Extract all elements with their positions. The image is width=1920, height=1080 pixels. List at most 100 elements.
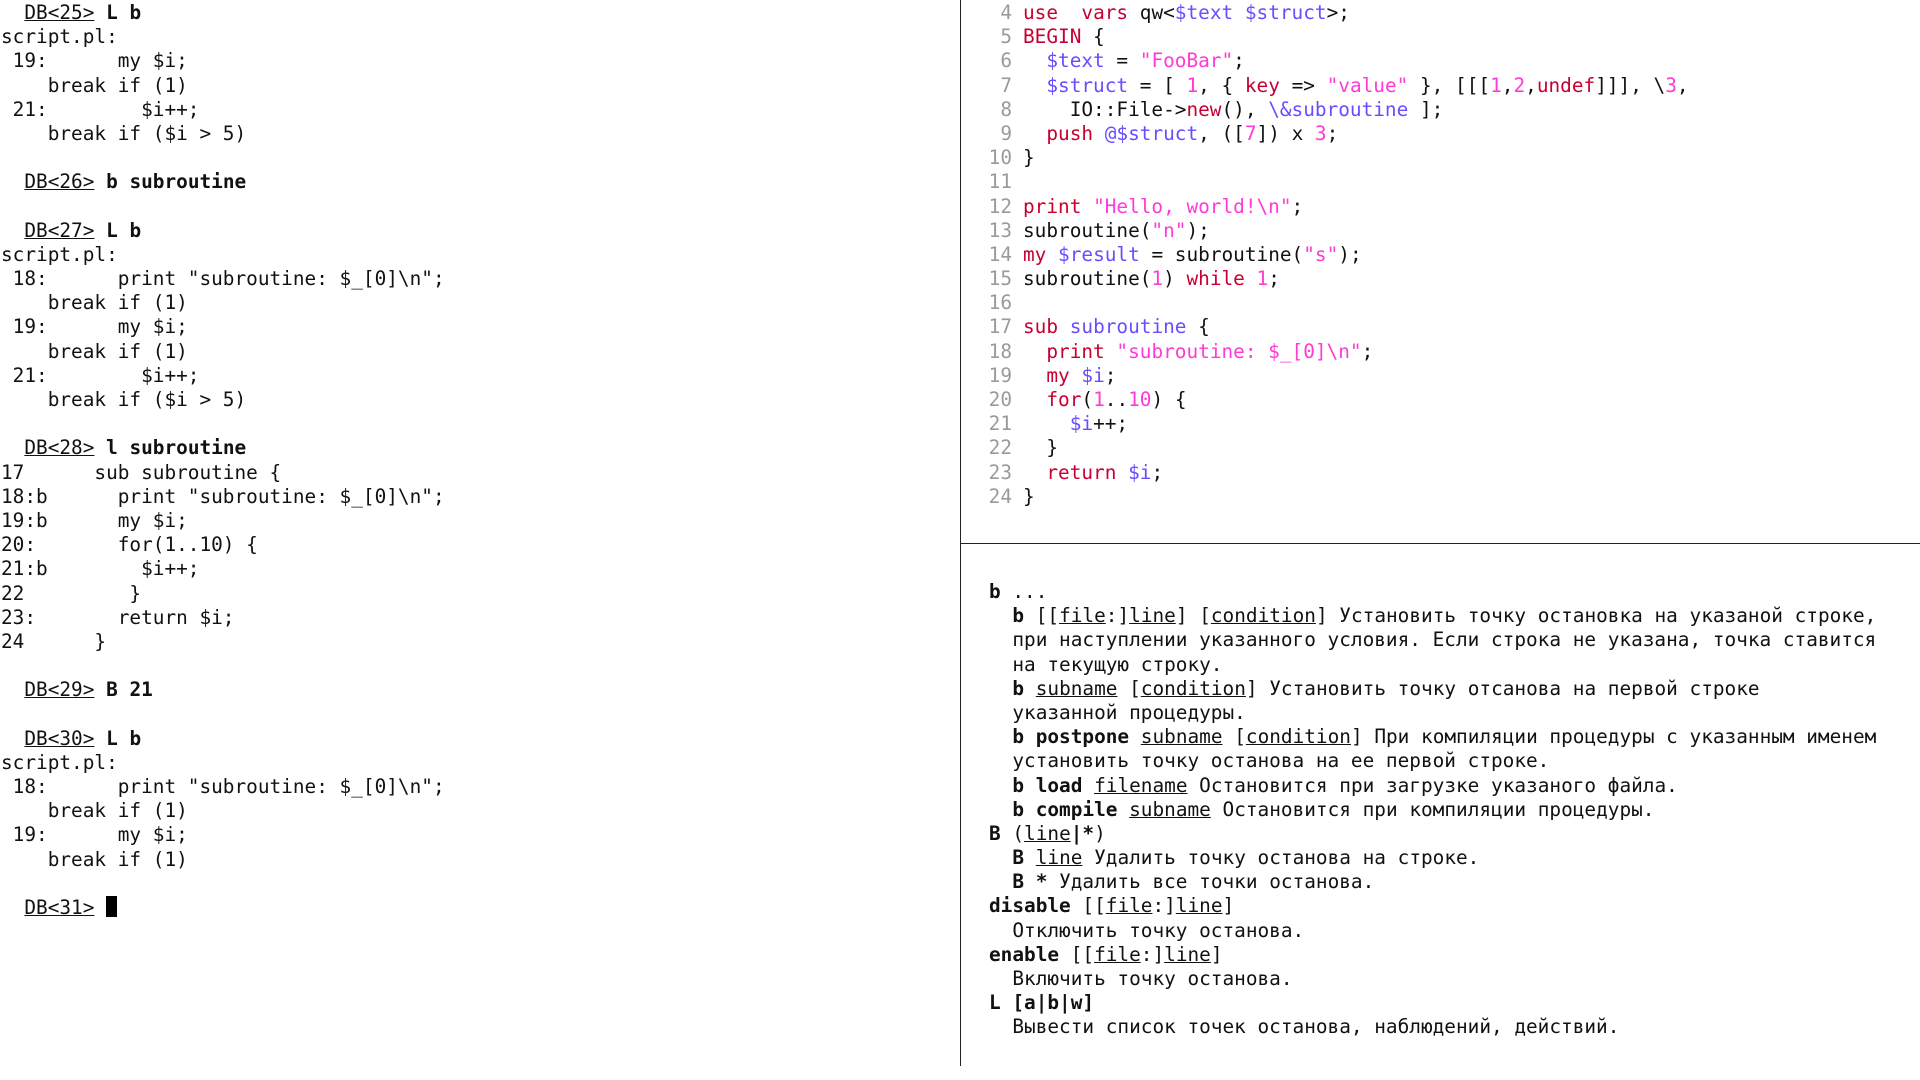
help-token: [[ (1070, 894, 1106, 918)
code-token (1023, 74, 1046, 97)
console-line: break if (1) (1, 291, 961, 315)
help-line: b subname [condition] Установить точку о… (989, 677, 1914, 701)
console-output: 19: my $i; (1, 823, 188, 847)
code-token: @$struct (1104, 121, 1199, 145)
code-token (1023, 122, 1046, 145)
help-token: subname (1035, 676, 1118, 700)
line-number: 10 (988, 146, 1012, 170)
debugger-command: l subroutine (106, 436, 247, 460)
console-line: 18: print "subroutine: $_[0]\n"; (1, 775, 961, 799)
code-token: "Hello, world!\n" (1093, 194, 1292, 218)
code-token: 1 (1186, 73, 1199, 97)
code-token: "s" (1303, 242, 1339, 266)
code-token: new (1186, 97, 1222, 121)
help-token: B (989, 821, 1001, 845)
code-token: ; (1326, 121, 1339, 145)
code-token: qw< (1128, 1, 1175, 24)
help-line: L [a|b|w] (989, 991, 1914, 1015)
console-line: 18:b print "subroutine: $_[0]\n"; (1, 485, 961, 509)
vertical-pane-divider[interactable] (960, 0, 961, 1066)
console-output: 17 sub subroutine { (1, 460, 282, 484)
code-token: my (1046, 363, 1070, 387)
code-token: undef (1536, 73, 1596, 97)
code-token (1058, 1, 1081, 24)
console-output: script.pl: (1, 750, 118, 774)
source-line: 8 IO::File->new(), \&subroutine ]; (978, 98, 1918, 122)
console-output: 19: my $i; (1, 49, 188, 73)
help-token: line (1129, 604, 1176, 628)
code-token: (), (1221, 97, 1269, 121)
line-number: 20 (988, 388, 1012, 411)
console-output: 21: $i++; (1, 363, 200, 387)
help-token: [[ (1059, 942, 1095, 966)
help-line: Включить точку останова. (989, 967, 1914, 991)
code-token: ) (1163, 267, 1187, 291)
help-token: :] (1105, 604, 1130, 628)
help-token: b (1012, 676, 1025, 700)
code-token: = [ (1128, 73, 1187, 97)
console-output: script.pl: (1, 25, 118, 49)
source-line: 6 $text = "FooBar"; (978, 49, 1918, 73)
help-token: subname (1129, 797, 1211, 821)
code-token (1023, 412, 1070, 435)
help-token: [[ (1024, 604, 1060, 628)
help-token: condition (1210, 604, 1316, 628)
code-token: ; (1361, 339, 1374, 363)
code-token: ; (1104, 363, 1117, 387)
source-line: 7 $struct = [ 1, { key => "value" }, [[[… (978, 74, 1918, 98)
help-token (989, 774, 1012, 797)
console-line: 19: my $i; (1, 49, 961, 73)
console-line: break if ($i > 5) (1, 388, 961, 412)
line-number: 11 (988, 170, 1012, 194)
line-number: 17 (988, 315, 1012, 339)
code-token: key (1244, 73, 1280, 97)
help-line: b ... (989, 580, 1914, 604)
help-token: b load (1012, 773, 1083, 797)
code-token: >; (1326, 1, 1350, 24)
code-token: print (1023, 194, 1082, 218)
code-token: { (1186, 315, 1210, 339)
source-line: 11 (978, 170, 1918, 194)
debugger-command: b subroutine (106, 170, 247, 194)
console-line: script.pl: (1, 751, 961, 775)
help-token: |* (1070, 821, 1095, 845)
code-token: } (1023, 484, 1035, 508)
console-output: break if (1) (1, 291, 188, 315)
console-line: DB<26> b subroutine (1, 170, 961, 194)
console-line: 19: my $i; (1, 823, 961, 847)
code-token: ]; (1408, 97, 1444, 121)
console-line (1, 412, 961, 436)
code-token: ; (1291, 194, 1304, 218)
help-pane: b ... b [[file:]line] [condition] Устано… (989, 580, 1914, 1040)
text-cursor[interactable] (106, 895, 118, 917)
help-token: ] Установить точку остановка на указаной… (1315, 604, 1877, 628)
code-token: sub (1023, 315, 1059, 339)
source-line: 20 for(1..10) { (978, 388, 1918, 412)
help-token (1082, 774, 1094, 797)
code-token (1023, 364, 1046, 387)
line-number: 24 (988, 484, 1012, 508)
console-line: DB<28> l subroutine (1, 436, 961, 460)
help-line: при наступлении указанного условия. Если… (989, 628, 1914, 652)
help-line: enable [[file:]line] (989, 943, 1914, 967)
line-number: 16 (988, 291, 1012, 315)
horizontal-pane-divider[interactable] (961, 543, 1920, 544)
help-token: file (1094, 942, 1141, 966)
help-token: line (1175, 894, 1223, 918)
code-token: "FooBar" (1139, 49, 1234, 73)
line-number: 5 (1000, 25, 1012, 49)
console-output: script.pl: (1, 242, 118, 266)
code-token: ; (1233, 49, 1245, 73)
code-token (1093, 122, 1105, 145)
line-number: 21 (988, 412, 1012, 436)
help-token: b (989, 580, 1001, 603)
help-token: Включить точку останова. (989, 967, 1293, 990)
help-token: line (1035, 846, 1083, 870)
help-line: B * Удалить все точки останова. (989, 870, 1914, 894)
code-token: "n" (1151, 218, 1187, 242)
line-number: 18 (988, 339, 1012, 363)
code-token: for (1046, 388, 1082, 411)
